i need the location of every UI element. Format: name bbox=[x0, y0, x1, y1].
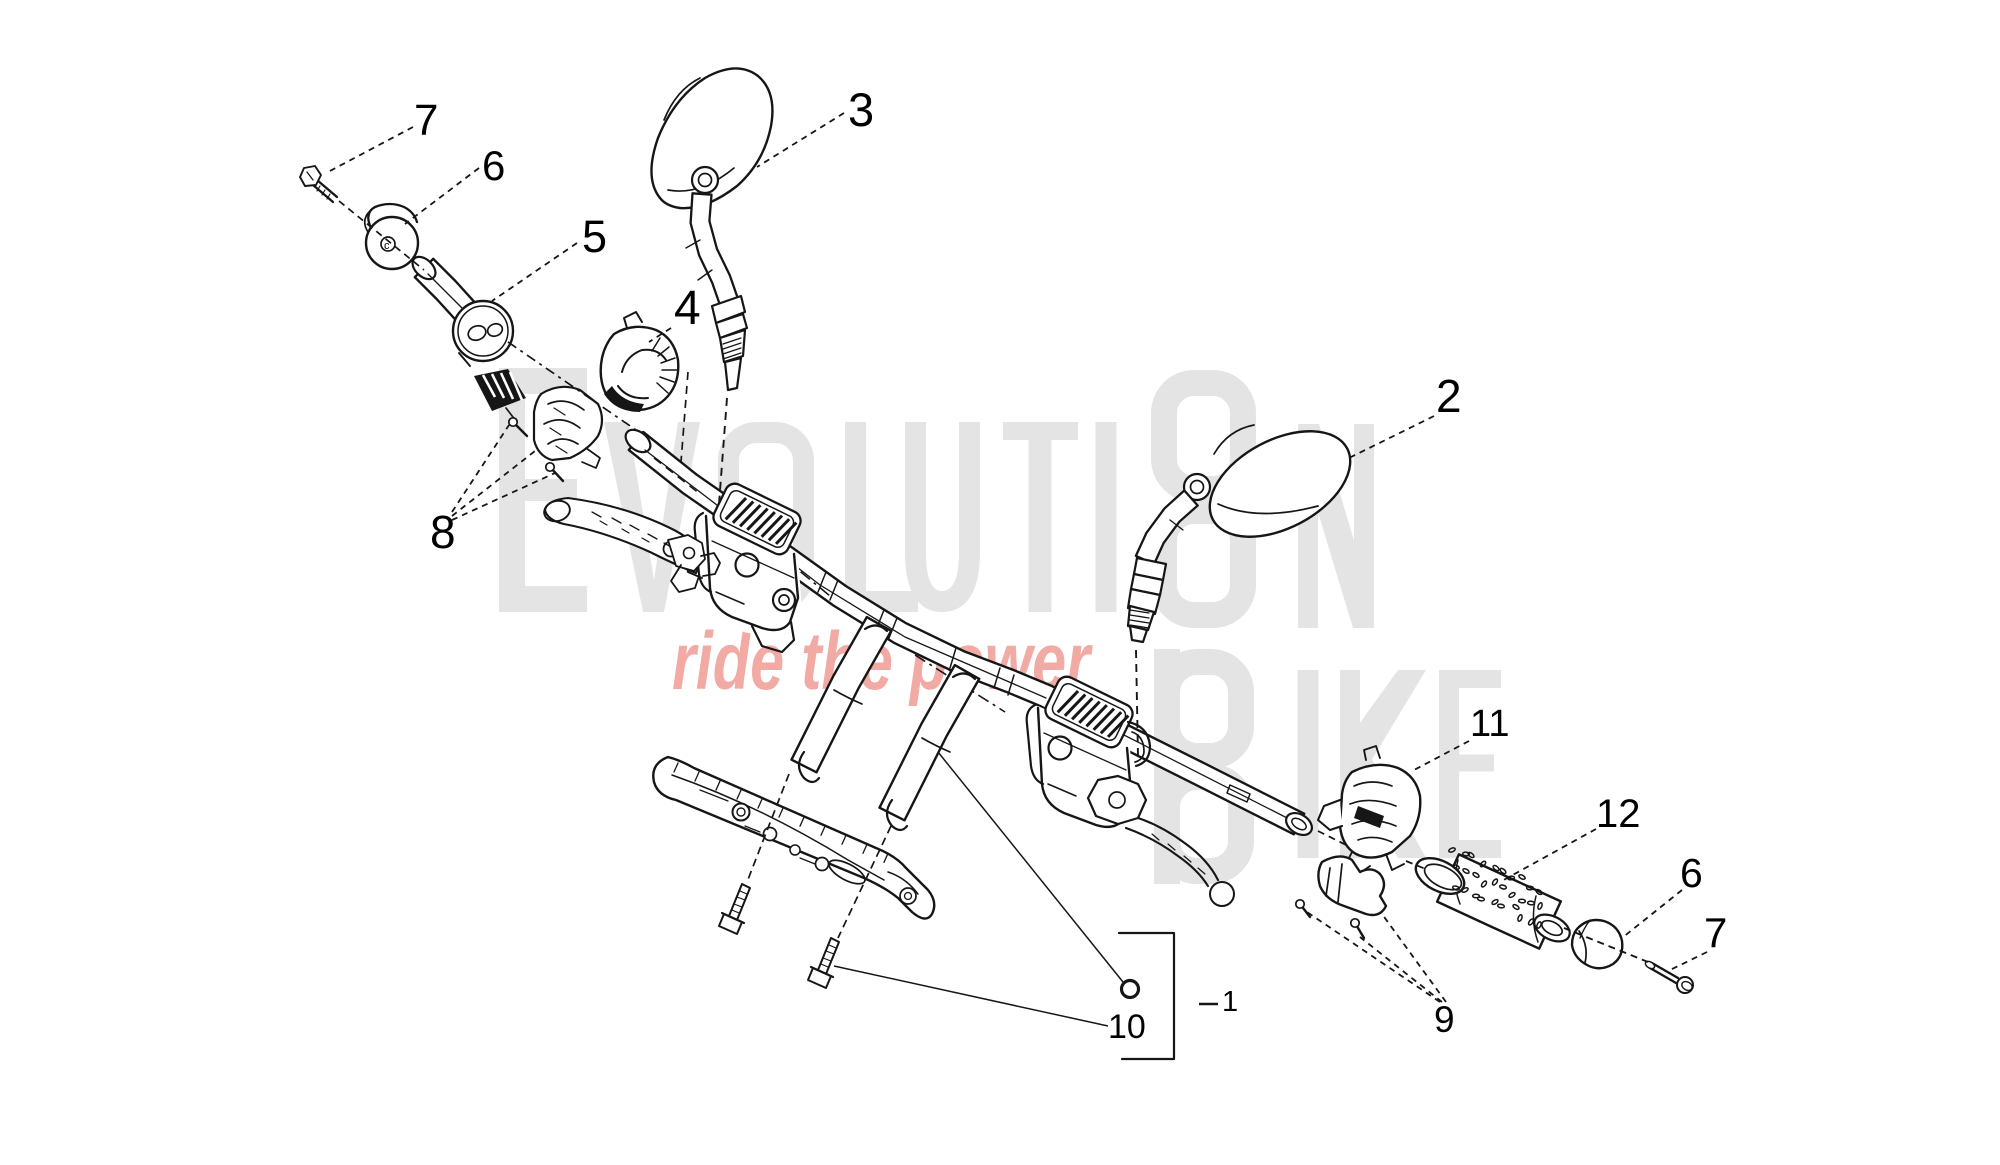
svg-text:1: 1 bbox=[1222, 986, 1238, 1018]
svg-text:7: 7 bbox=[414, 96, 438, 145]
svg-text:12: 12 bbox=[1596, 792, 1641, 836]
svg-text:5: 5 bbox=[582, 211, 607, 262]
svg-text:10: 10 bbox=[1108, 1008, 1146, 1046]
svg-text:3: 3 bbox=[848, 83, 874, 136]
svg-text:9: 9 bbox=[1434, 999, 1455, 1040]
svg-text:8: 8 bbox=[430, 506, 456, 558]
svg-text:2: 2 bbox=[1436, 370, 1462, 422]
svg-text:11: 11 bbox=[1470, 703, 1509, 745]
svg-text:4: 4 bbox=[674, 282, 701, 335]
svg-text:6: 6 bbox=[482, 142, 505, 189]
svg-text:c: c bbox=[384, 240, 390, 252]
svg-text:7: 7 bbox=[1704, 909, 1727, 956]
svg-text:6: 6 bbox=[1680, 850, 1703, 896]
